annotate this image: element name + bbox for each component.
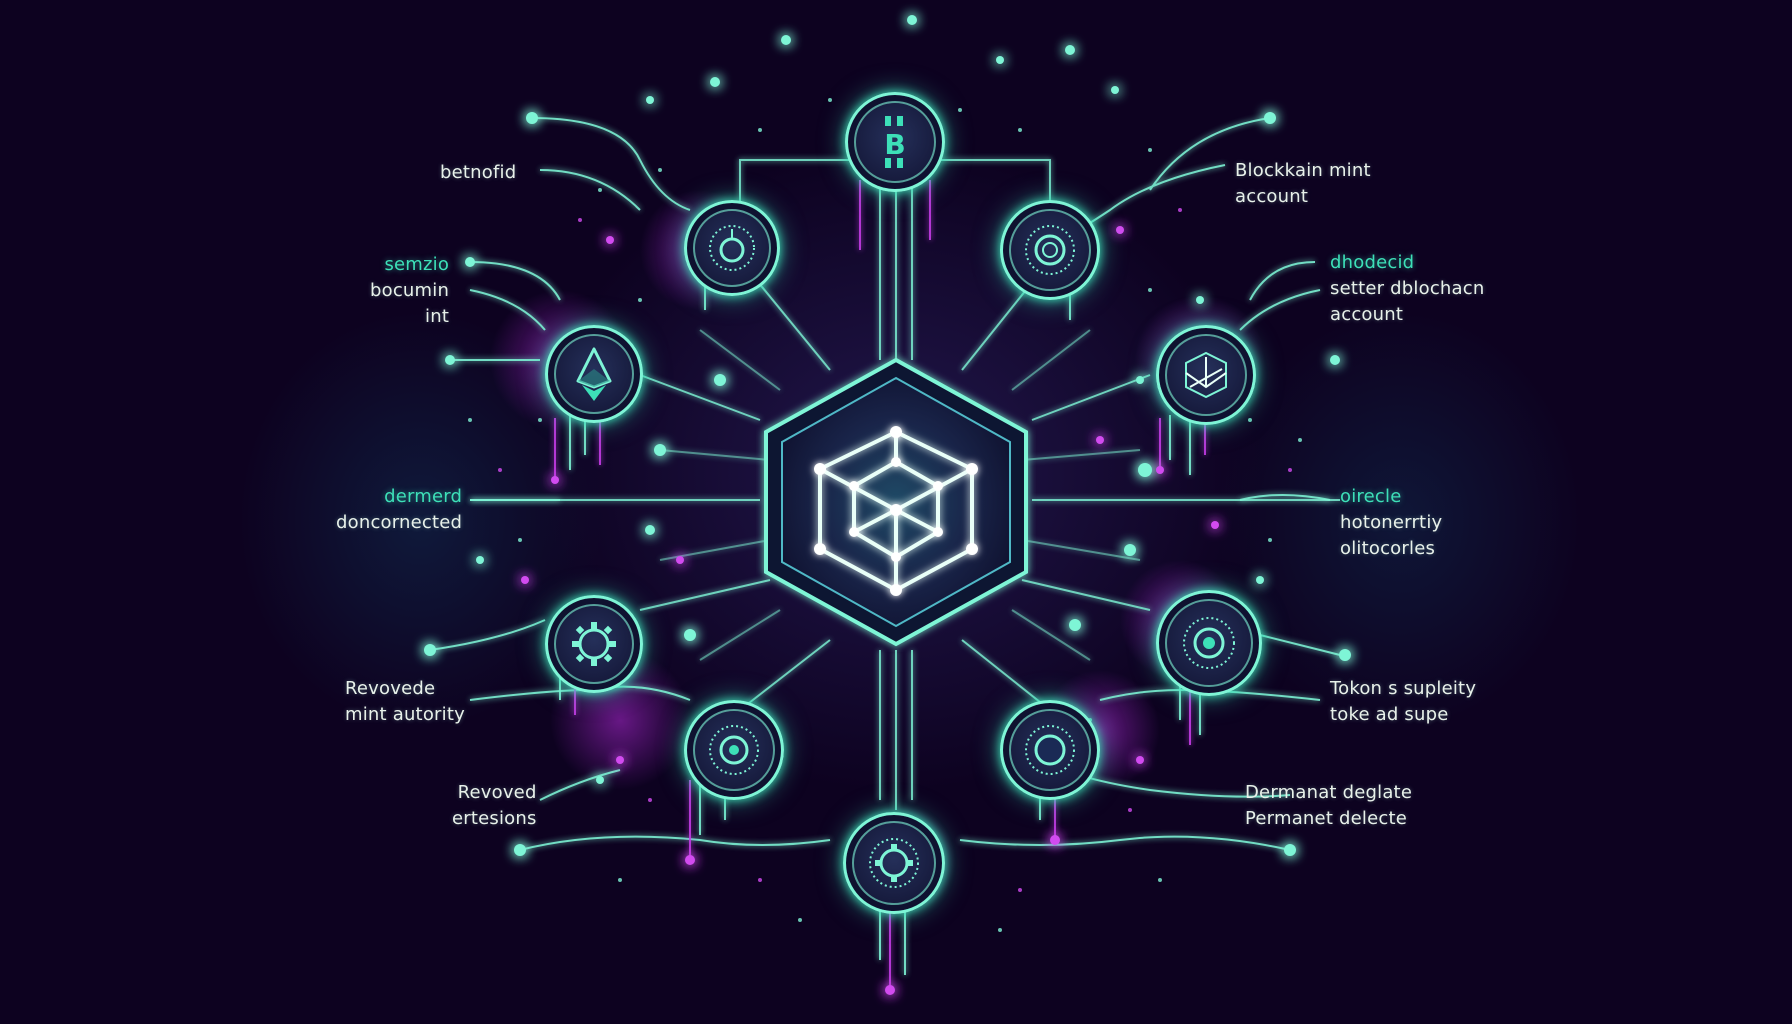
label-line: Blockkain mint	[1235, 160, 1371, 181]
shield-network-icon	[1185, 351, 1227, 399]
node-gear-dial-lower-right	[1156, 590, 1262, 696]
gear-icon	[869, 838, 919, 888]
node-gear-dial-bottom-right	[1000, 700, 1100, 800]
label-left-1: betnofid	[440, 160, 516, 186]
glow-dots	[424, 15, 1351, 995]
label-line: mint autority	[345, 704, 465, 725]
label-line: Revovede	[345, 678, 436, 699]
label-right-5: Dermanat deglate Permanet delecte	[1245, 780, 1412, 832]
label-accent: dermerd	[384, 486, 463, 507]
label-line: setter dblochacn	[1330, 278, 1485, 299]
node-gear-dial-upper-right	[1000, 200, 1100, 300]
node-gear-lower-left	[545, 595, 643, 693]
bitcoin-icon: B	[884, 116, 906, 168]
label-line: betnofid	[440, 162, 517, 183]
label-line: doncornected	[336, 512, 463, 533]
node-bitcoin: B	[845, 92, 945, 192]
label-left-5: Revoved ertesions	[452, 780, 537, 832]
node-gear-dial-bottom-left	[684, 700, 784, 800]
label-line: olitocorles	[1340, 538, 1436, 559]
label-line: account	[1330, 304, 1404, 325]
svg-text:B: B	[884, 128, 905, 161]
label-left-4: Revovede mint autority	[345, 676, 465, 728]
label-right-1: Blockkain mint account	[1235, 158, 1371, 210]
label-accent: dhodecid	[1330, 252, 1415, 273]
label-line: toke ad supe	[1330, 704, 1449, 725]
label-line: Tokon s supleity	[1330, 678, 1477, 699]
label-right-3: oirecle hotonerrtiy olitocorles	[1340, 484, 1442, 562]
label-right-2: dhodecid setter dblochacn account	[1330, 250, 1484, 328]
node-power-dial	[684, 200, 780, 296]
label-accent: oirecle	[1340, 486, 1402, 507]
cube-network-icon	[764, 357, 1028, 647]
label-left-3: dermerd doncornected	[336, 484, 462, 536]
gear-dial-icon	[1025, 725, 1075, 775]
gear-dial-icon	[1025, 225, 1075, 275]
particles	[468, 98, 1302, 932]
node-gear-bottom	[843, 812, 945, 914]
gear-dial-icon	[1183, 617, 1235, 669]
label-line: bocumin	[370, 280, 450, 301]
power-dial-icon	[709, 225, 755, 271]
label-line: hotonerrtiy	[1340, 512, 1443, 533]
node-shield-network	[1156, 325, 1256, 425]
gear-icon	[572, 622, 616, 666]
label-line: ertesions	[452, 808, 537, 829]
label-line: Revoved	[457, 782, 537, 803]
gear-dial-icon	[709, 725, 759, 775]
label-accent: semzio	[384, 254, 450, 275]
label-line: Permanet delecte	[1245, 808, 1408, 829]
label-line: int	[425, 306, 450, 327]
label-line: Dermanat deglate	[1245, 782, 1413, 803]
label-line: account	[1235, 186, 1309, 207]
label-left-2: semzio bocumin int	[370, 252, 449, 330]
ethereum-icon	[576, 347, 612, 401]
label-right-4: Tokon s supleity toke ad supe	[1330, 676, 1476, 728]
central-hub	[756, 352, 1036, 652]
node-ethereum	[545, 325, 643, 423]
